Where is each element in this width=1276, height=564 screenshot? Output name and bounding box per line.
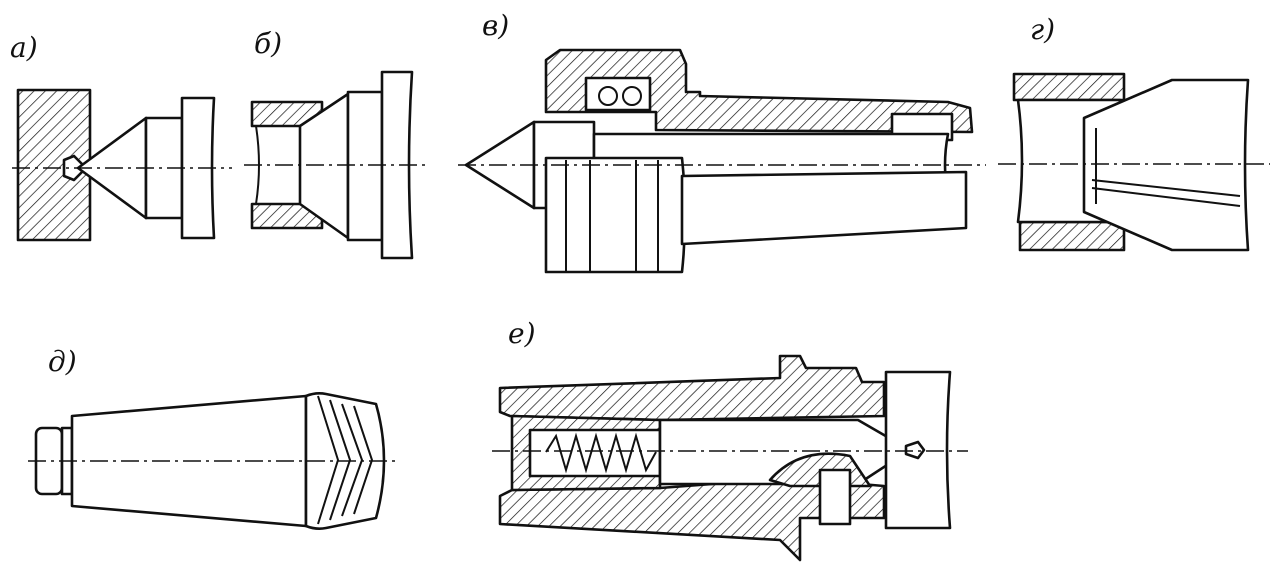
fig-b-reverse-center: [244, 70, 428, 260]
fig-d-knurled-center: [28, 392, 400, 530]
knurl-pattern: [317, 395, 374, 525]
workpiece-wall-top: [1012, 72, 1126, 102]
workpiece-wall-bottom: [1018, 220, 1126, 252]
label-e: е): [508, 317, 536, 350]
set-screw: [818, 468, 852, 526]
workpiece-wall-bottom: [250, 202, 324, 230]
bearing-ball: [598, 86, 618, 106]
center-shank: [380, 70, 414, 260]
label-d: д): [48, 345, 77, 378]
bearing-cage: [584, 76, 652, 112]
bearing-ball: [622, 86, 642, 106]
center-neck: [346, 90, 384, 242]
fig-e-spring-center: [492, 354, 968, 562]
label-g: г): [1030, 13, 1056, 46]
sleeve-section-top: [498, 354, 886, 422]
body-grooves: [565, 160, 659, 272]
fig-v-live-center: [458, 48, 986, 274]
morse-taper-shank: [680, 170, 968, 246]
label-v: в): [482, 9, 510, 42]
fig-g-cup-center: [998, 72, 1270, 252]
cup-center-body: [1082, 78, 1250, 252]
compression-spring: [545, 432, 657, 474]
fig-a-plain-center: [12, 88, 232, 242]
cup-teeth: [1091, 128, 1241, 207]
center-hole: [904, 440, 926, 460]
label-b: б): [254, 27, 283, 60]
housing-section: [544, 48, 974, 134]
label-a: а): [10, 31, 38, 64]
